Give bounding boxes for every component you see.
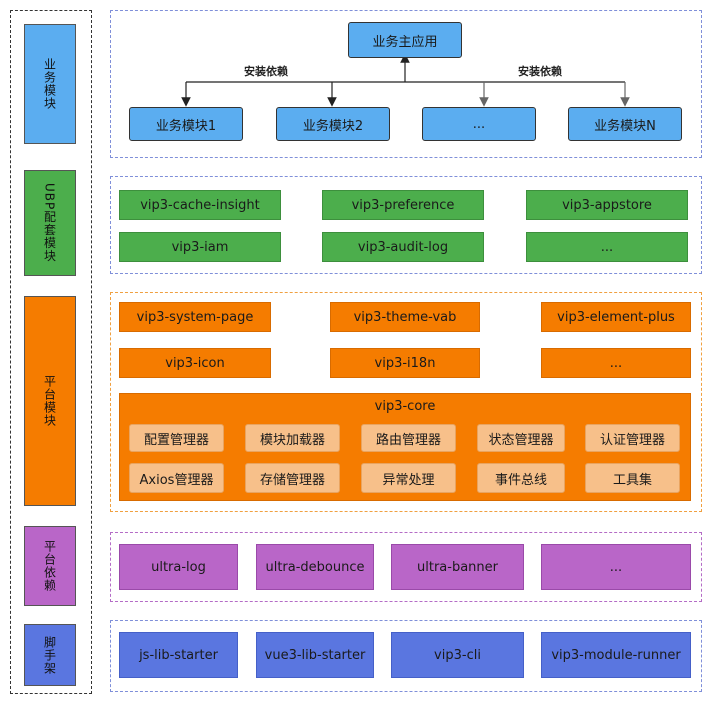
core-item: 工具集 bbox=[585, 463, 680, 493]
platform-item-label: ... bbox=[609, 355, 623, 371]
platform-dep-item-label: ultra-log bbox=[151, 559, 206, 575]
platform-dep-item: ... bbox=[541, 544, 691, 590]
business-module-label: ... bbox=[472, 116, 486, 132]
platform-group bbox=[110, 292, 702, 512]
core-item-label: 工具集 bbox=[612, 472, 652, 488]
core-item: 存储管理器 bbox=[245, 463, 340, 493]
core-item: 配置管理器 bbox=[129, 424, 224, 452]
core-item: 路由管理器 bbox=[361, 424, 456, 452]
business-group bbox=[110, 10, 702, 158]
business-module: 业务模块N bbox=[568, 107, 682, 141]
ubp-item: ... bbox=[526, 232, 688, 262]
scaffold-item: vue3-lib-starter bbox=[256, 632, 374, 678]
ubp-item-label: vip3-preference bbox=[351, 197, 455, 213]
platform-item-label: vip3-system-page bbox=[136, 309, 254, 325]
ubp-item: vip3-iam bbox=[119, 232, 281, 262]
platform-dep-group bbox=[110, 532, 702, 602]
business-module: 业务模块1 bbox=[129, 107, 243, 141]
layer-platform-dep-text: 平台依赖 bbox=[42, 540, 57, 592]
business-module: ... bbox=[422, 107, 536, 141]
business-module-label: 业务模块N bbox=[594, 118, 656, 134]
scaffold-item-label: js-lib-starter bbox=[139, 647, 218, 663]
ubp-item: vip3-audit-log bbox=[322, 232, 484, 262]
business-main-app: 业务主应用 bbox=[348, 22, 462, 58]
core-item-label: 存储管理器 bbox=[259, 472, 325, 488]
ubp-item-label: ... bbox=[600, 239, 614, 255]
core-item-label: 认证管理器 bbox=[599, 432, 665, 448]
platform-core-title: vip3-core bbox=[374, 399, 436, 414]
platform-dep-item: ultra-debounce bbox=[256, 544, 374, 590]
scaffold-item-label: vip3-module-runner bbox=[551, 647, 681, 663]
platform-item-label: vip3-theme-vab bbox=[353, 309, 457, 325]
business-main-app-label: 业务主应用 bbox=[372, 34, 438, 50]
layer-platform-text: 平台模块 bbox=[42, 375, 57, 427]
core-item: Axios管理器 bbox=[129, 463, 224, 493]
layer-scaffold-text: 脚手架 bbox=[42, 635, 57, 675]
platform-item: vip3-element-plus bbox=[541, 302, 691, 332]
platform-dep-item-label: ... bbox=[609, 559, 623, 575]
ubp-group bbox=[110, 176, 702, 274]
platform-dep-item-label: ultra-banner bbox=[417, 559, 498, 575]
scaffold-item-label: vue3-lib-starter bbox=[264, 647, 366, 663]
platform-item-label: vip3-i18n bbox=[374, 355, 436, 371]
scaffold-item: js-lib-starter bbox=[119, 632, 238, 678]
ubp-item-label: vip3-appstore bbox=[562, 197, 652, 213]
layer-platform-dep-label: 平台依赖 bbox=[24, 526, 76, 606]
platform-item: vip3-system-page bbox=[119, 302, 271, 332]
core-item-label: 状态管理器 bbox=[488, 432, 554, 448]
layer-business-label: 业务模块 bbox=[24, 24, 76, 144]
core-item-label: 路由管理器 bbox=[375, 432, 441, 448]
scaffold-item: vip3-cli bbox=[391, 632, 524, 678]
core-item: 事件总线 bbox=[477, 463, 565, 493]
business-module-label: 业务模块1 bbox=[155, 118, 217, 134]
platform-dep-item: ultra-log bbox=[119, 544, 238, 590]
scaffold-group bbox=[110, 620, 702, 692]
platform-item: ... bbox=[541, 348, 691, 378]
ubp-item-label: vip3-cache-insight bbox=[140, 197, 260, 213]
core-item-label: 异常处理 bbox=[382, 472, 435, 488]
layer-business-text: 业务模块 bbox=[42, 58, 57, 110]
ubp-item: vip3-cache-insight bbox=[119, 190, 281, 220]
core-item-label: 模块加载器 bbox=[259, 432, 325, 448]
core-item: 认证管理器 bbox=[585, 424, 680, 452]
edge-label-left: 安装依赖 bbox=[244, 65, 288, 78]
layer-scaffold-label: 脚手架 bbox=[24, 624, 76, 686]
business-module: 业务模块2 bbox=[276, 107, 390, 141]
platform-item: vip3-icon bbox=[119, 348, 271, 378]
core-item: 模块加载器 bbox=[245, 424, 340, 452]
ubp-item: vip3-appstore bbox=[526, 190, 688, 220]
scaffold-item-label: vip3-cli bbox=[434, 647, 481, 663]
core-item-label: 事件总线 bbox=[494, 472, 547, 488]
ubp-item-label: vip3-audit-log bbox=[357, 239, 449, 255]
layer-ubp-label: UBP配套模块 bbox=[24, 170, 76, 276]
core-item: 异常处理 bbox=[361, 463, 456, 493]
layer-column bbox=[10, 10, 92, 694]
platform-dep-item: ultra-banner bbox=[391, 544, 524, 590]
ubp-item: vip3-preference bbox=[322, 190, 484, 220]
layer-platform-label: 平台模块 bbox=[24, 296, 76, 506]
platform-item: vip3-theme-vab bbox=[330, 302, 480, 332]
core-item: 状态管理器 bbox=[477, 424, 565, 452]
platform-item-label: vip3-icon bbox=[165, 355, 225, 371]
platform-item: vip3-i18n bbox=[330, 348, 480, 378]
platform-item-label: vip3-element-plus bbox=[557, 309, 675, 325]
core-item-label: 配置管理器 bbox=[143, 432, 209, 448]
layer-ubp-text: UBP配套模块 bbox=[42, 183, 57, 263]
core-item-label: Axios管理器 bbox=[139, 472, 214, 488]
ubp-item-label: vip3-iam bbox=[171, 239, 229, 255]
edge-label-right: 安装依赖 bbox=[518, 65, 562, 78]
business-module-label: 业务模块2 bbox=[302, 118, 364, 134]
platform-dep-item-label: ultra-debounce bbox=[265, 559, 365, 575]
scaffold-item: vip3-module-runner bbox=[541, 632, 691, 678]
